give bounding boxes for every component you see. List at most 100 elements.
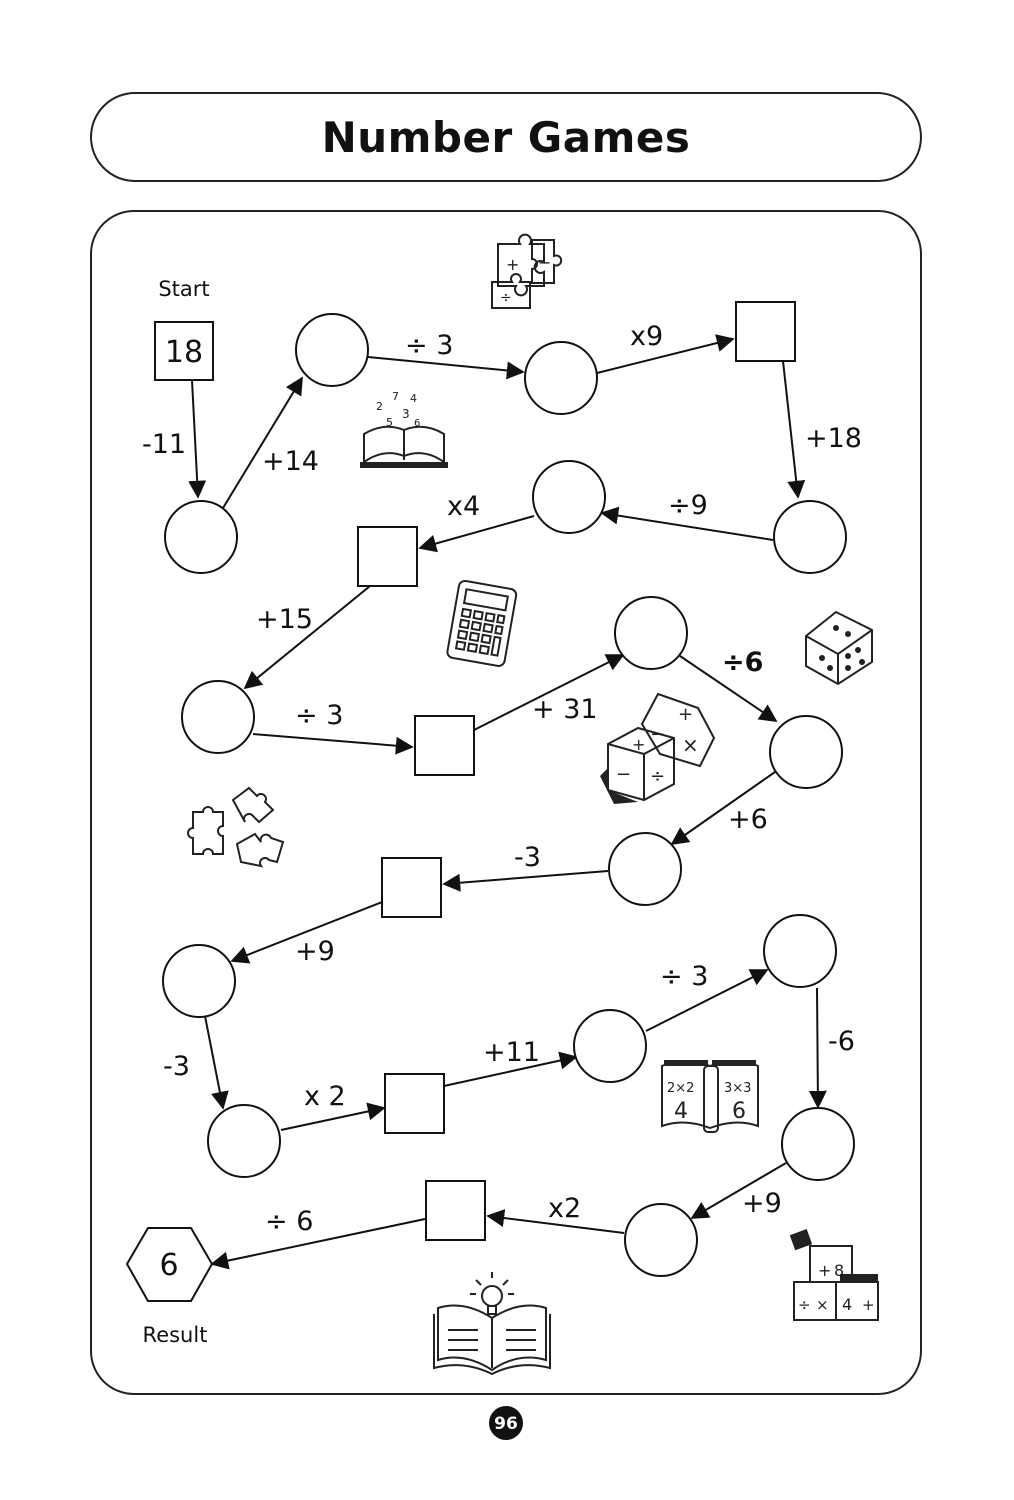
arrow-path: [280, 1102, 386, 1131]
result-value: 6: [159, 1248, 178, 1283]
arrow-path: [443, 1051, 578, 1087]
arrow-path: [600, 506, 774, 541]
svg-text:÷: ÷: [500, 290, 512, 306]
answer-circle-3[interactable]: [524, 341, 598, 415]
svg-text:+: +: [862, 1296, 875, 1314]
answer-circle-17[interactable]: [573, 1009, 647, 1083]
answer-square-21[interactable]: [425, 1180, 486, 1241]
math-blocks-icon: + 8 ÷ × 4 +: [789, 1229, 879, 1321]
operation-label: +18: [805, 423, 862, 454]
operation-label: +6: [728, 804, 768, 835]
svg-text:2: 2: [376, 400, 383, 413]
operation-label: ÷ 6: [265, 1206, 313, 1237]
svg-text:+: +: [506, 255, 519, 274]
operation-label: -11: [142, 429, 186, 460]
operation-label: +11: [483, 1037, 540, 1068]
arrow-path: [204, 1015, 229, 1110]
svg-text:−: −: [650, 724, 665, 745]
operation-label: ÷ 3: [295, 700, 343, 731]
answer-square-4[interactable]: [735, 301, 796, 362]
arrow-path: [252, 733, 414, 755]
svg-text:3: 3: [402, 407, 410, 421]
dice-icon: [805, 610, 873, 686]
answer-circle-20[interactable]: [624, 1203, 698, 1277]
math-dice-icon: + × − + − ÷: [600, 692, 716, 804]
page-number-badge: [489, 1406, 523, 1440]
operation-label: +9: [295, 936, 335, 967]
svg-text:+: +: [632, 735, 645, 754]
calculator-icon: [446, 579, 518, 667]
answer-circle-8[interactable]: [181, 680, 255, 754]
arrow-path: [690, 1162, 787, 1219]
game-panel: [90, 210, 922, 1395]
answer-circle-19[interactable]: [781, 1107, 855, 1181]
svg-text:+: +: [818, 1261, 831, 1280]
arrow-path: [222, 376, 303, 509]
svg-text:8: 8: [834, 1261, 844, 1280]
operation-label: x 2: [304, 1081, 346, 1112]
answer-circle-2[interactable]: [295, 313, 369, 387]
answer-circle-15[interactable]: [207, 1104, 281, 1178]
start-box: [154, 321, 214, 381]
answer-circle-18[interactable]: [763, 914, 837, 988]
operation-label: +9: [742, 1188, 782, 1219]
svg-text:5: 5: [386, 416, 393, 429]
title-banner: Number Games: [90, 92, 922, 182]
answer-circle-11[interactable]: [769, 715, 843, 789]
times-table-book-icon: 2×2 4 3×3 6: [661, 1060, 759, 1133]
answer-circle-12[interactable]: [608, 832, 682, 906]
operation-label: ÷9: [668, 490, 708, 521]
arrow-path: [188, 379, 207, 499]
page-title: Number Games: [321, 112, 691, 162]
svg-text:÷: ÷: [798, 1296, 811, 1314]
arrow-path: [596, 334, 735, 374]
number-book-icon: 2 7 4 5 3 6: [360, 390, 448, 468]
answer-circle-1[interactable]: [164, 500, 238, 574]
answer-square-7[interactable]: [357, 526, 418, 587]
start-label: Start: [158, 277, 209, 301]
operation-label: ÷ 3: [405, 330, 453, 361]
operation-label: + 31: [532, 694, 598, 725]
arrow-path: [442, 870, 609, 892]
answer-square-13[interactable]: [381, 857, 442, 918]
arrow-path: [418, 515, 535, 553]
answer-circle-10[interactable]: [614, 596, 688, 670]
puzzle-pieces-icon: [187, 786, 285, 868]
operation-label: ÷ 3: [660, 961, 708, 992]
operation-label: ÷6: [722, 647, 763, 678]
arrow-path: [486, 1209, 625, 1234]
svg-text:×: ×: [682, 733, 699, 757]
svg-text:−: −: [616, 764, 631, 785]
svg-text:6: 6: [414, 418, 420, 429]
answer-square-16[interactable]: [384, 1073, 445, 1134]
puzzle-icon: + − ÷: [491, 233, 563, 309]
times-book-right-answer: 6: [732, 1099, 746, 1124]
answer-nodes: [162, 301, 855, 1277]
svg-text:×: ×: [816, 1296, 829, 1314]
result-hexagon: [125, 1227, 214, 1302]
arrow-path: [473, 654, 625, 731]
svg-text:+: +: [678, 704, 693, 725]
times-book-left-text: 2×2: [667, 1081, 694, 1096]
answer-square-9[interactable]: [414, 715, 475, 776]
operation-label: -6: [828, 1026, 855, 1057]
svg-text:−: −: [538, 253, 551, 272]
arrow-path: [679, 655, 778, 723]
operation-labels: -11 +14 ÷ 3 x9 +18 ÷9 x4 +15 ÷ 3 + 31 ÷6…: [142, 321, 862, 1237]
times-book-right-text: 3×3: [724, 1081, 751, 1096]
answer-circle-14[interactable]: [162, 944, 236, 1018]
operation-label: +14: [262, 446, 319, 477]
operation-label: x4: [447, 491, 480, 522]
operation-label: x9: [630, 321, 663, 352]
answer-circle-6[interactable]: [532, 460, 606, 534]
arrow-path: [230, 901, 383, 964]
arrow-path: [243, 585, 371, 690]
page-number: 96: [494, 1414, 518, 1434]
arrow-path: [782, 360, 806, 499]
answer-circle-5[interactable]: [773, 500, 847, 574]
arrow-path: [645, 969, 769, 1032]
arrow-path: [210, 1218, 426, 1270]
times-book-left-answer: 4: [674, 1099, 688, 1124]
operation-label: -3: [163, 1051, 190, 1082]
